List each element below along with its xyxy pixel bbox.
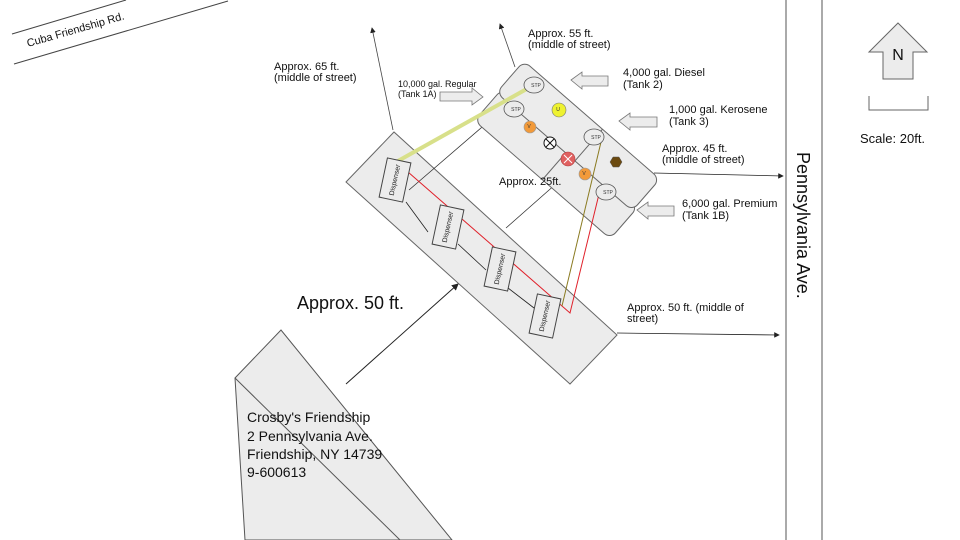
dispenser-3: Dispenser	[483, 246, 517, 292]
dispenser-4: Dispenser	[528, 293, 562, 339]
distance-label-45ft-sub: (middle of street)	[662, 154, 745, 166]
scale-label: Scale: 20ft.	[860, 131, 925, 146]
svg-text:1,000 gal. Kerosene: 1,000 gal. Kerosene	[669, 104, 767, 116]
building-city: Friendship, NY 14739	[247, 446, 382, 462]
svg-text:STP: STP	[511, 107, 521, 113]
north-arrow-icon	[867, 22, 929, 80]
dispenser-2: Dispenser	[431, 204, 465, 250]
pipe-outline	[505, 182, 558, 229]
scale-bar	[868, 96, 929, 111]
distance-arrow-50ft-building	[345, 283, 459, 385]
building-address: 2 Pennsylvania Ave.	[247, 428, 373, 444]
svg-text:(Tank 3): (Tank 3)	[669, 116, 709, 128]
tank-label-diesel: 4,000 gal. Diesel (Tank 2)	[570, 67, 705, 91]
north-compass: N Scale: 20ft.	[860, 22, 929, 146]
vent-marker-premium: V	[578, 167, 592, 181]
stp-kerosene: STP	[583, 128, 605, 146]
svg-text:4,000 gal. Diesel: 4,000 gal. Diesel	[623, 67, 705, 79]
building-id: 9-600613	[247, 464, 306, 480]
distance-label-50ft-building: Approx. 50 ft.	[297, 293, 404, 313]
svg-text:STP: STP	[591, 135, 601, 141]
ullage-marker-diesel: U	[551, 102, 567, 118]
arrow-left-icon	[618, 112, 658, 131]
arrow-left-icon	[636, 201, 675, 220]
svg-text:STP: STP	[531, 83, 541, 89]
tank-label-premium: 6,000 gal. Premium (Tank 1B)	[636, 198, 777, 222]
pennsylvania-avenue: Pennsylvania Ave.	[785, 0, 823, 540]
hexagon-marker	[609, 156, 623, 168]
distance-label-65ft: Approx. 65 ft.	[274, 61, 339, 73]
distance-label-50ft-street-sub: street)	[627, 313, 658, 325]
distance-label-25ft: Approx. 25ft.	[499, 176, 561, 188]
stp-diesel: STP	[523, 76, 545, 94]
distance-label-45ft: Approx. 45 ft.	[662, 143, 727, 155]
stp-premium: STP	[595, 183, 617, 201]
svg-text:(Tank 1A): (Tank 1A)	[398, 89, 437, 99]
svg-text:(Tank 1B): (Tank 1B)	[682, 210, 729, 222]
distance-label-65ft-sub: (middle of street)	[274, 72, 357, 84]
distance-arrow-55ft	[498, 23, 516, 68]
svg-text:(Tank 2): (Tank 2)	[623, 79, 663, 91]
cuba-friendship-road-label: Cuba Friendship Rd.	[26, 11, 126, 50]
pipe-regular	[388, 84, 533, 168]
distance-arrow-50ft-street	[616, 332, 780, 338]
svg-text:V: V	[527, 124, 531, 130]
north-label: N	[892, 47, 904, 64]
distance-label-55ft: Approx. 55 ft.	[528, 28, 593, 40]
x-circle-marker	[543, 136, 557, 150]
distance-label-55ft-sub: (middle of street)	[528, 39, 611, 51]
pennsylvania-avenue-label: Pennsylvania Ave.	[793, 152, 813, 299]
svg-text:U: U	[556, 107, 560, 113]
building-name: Crosby's Friendship	[247, 409, 370, 425]
distance-label-50ft-street: Approx. 50 ft. (middle of	[627, 302, 745, 314]
distance-arrow-65ft	[370, 27, 394, 131]
dispenser-1: Dispenser	[378, 157, 412, 203]
vent-marker-regular: V	[523, 120, 537, 134]
arrow-left-icon	[570, 71, 609, 90]
building: Crosby's Friendship 2 Pennsylvania Ave. …	[234, 329, 453, 540]
red-x-marker	[560, 151, 576, 167]
arrow-right-icon	[439, 87, 484, 106]
svg-text:V: V	[582, 171, 586, 177]
cuba-friendship-road: Cuba Friendship Rd.	[11, 0, 229, 65]
svg-text:10,000 gal. Regular: 10,000 gal. Regular	[398, 79, 477, 89]
tank-label-regular: 10,000 gal. Regular (Tank 1A)	[398, 79, 484, 106]
distance-arrow-45ft	[653, 172, 784, 179]
svg-text:STP: STP	[603, 190, 613, 196]
tank-label-kerosene: 1,000 gal. Kerosene (Tank 3)	[618, 104, 767, 131]
pipe-diesel	[561, 141, 602, 307]
stp-regular: STP	[503, 100, 525, 118]
svg-text:6,000 gal. Premium: 6,000 gal. Premium	[682, 198, 777, 210]
